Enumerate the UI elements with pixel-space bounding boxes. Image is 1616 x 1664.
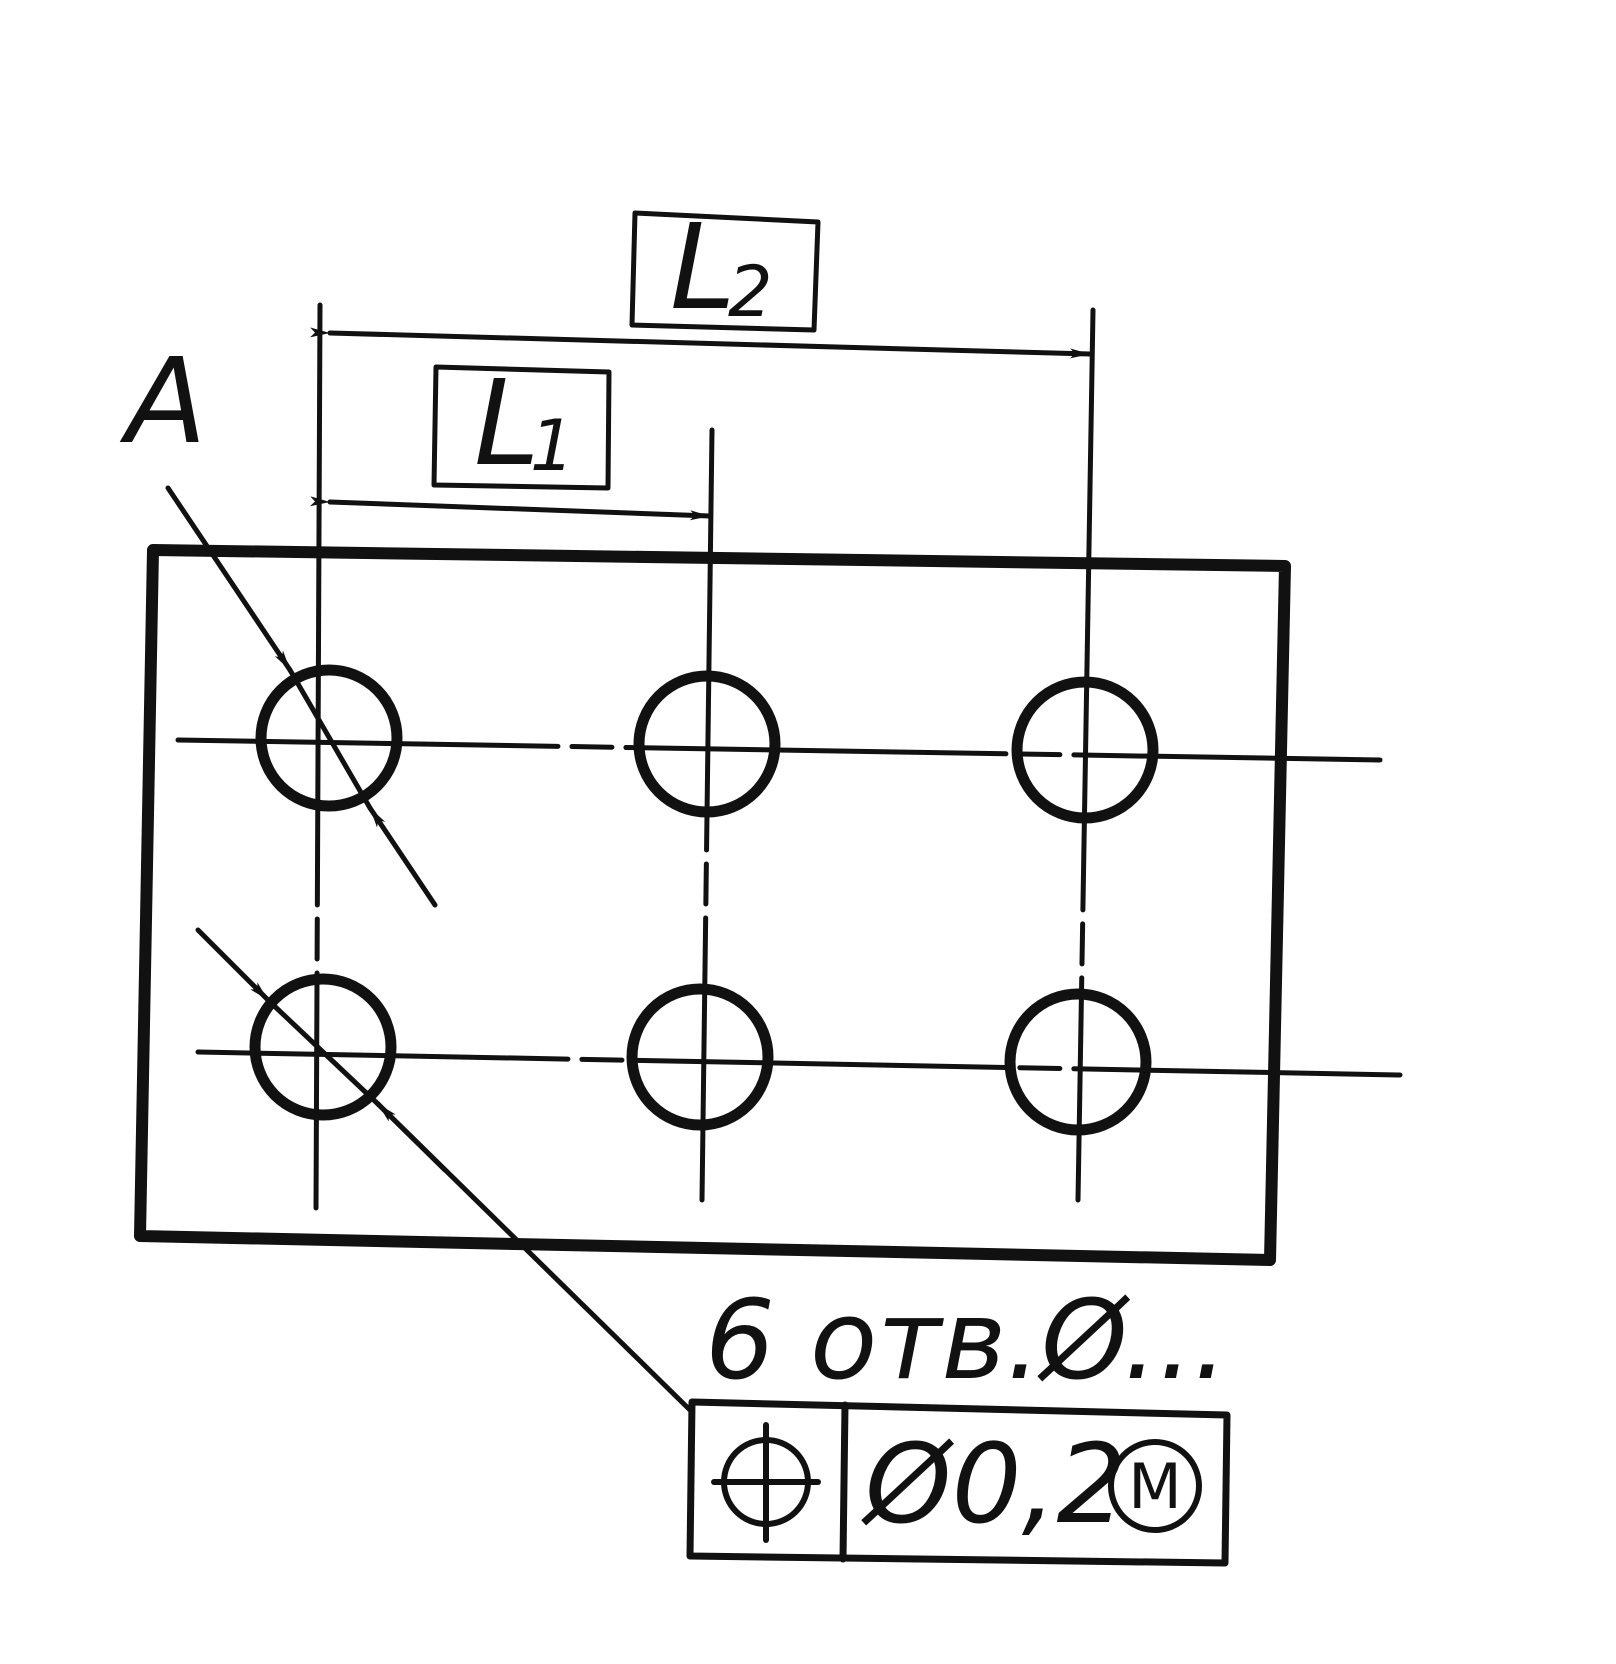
hole-top-middle — [633, 670, 781, 818]
dimension-l1-index: 1 — [530, 405, 575, 487]
hole-bottom-right — [1004, 988, 1152, 1136]
hole-top-right — [1011, 676, 1159, 824]
column-centerline-left — [313, 302, 323, 1211]
feature-control-frame: Ø0,2 M — [686, 1398, 1231, 1567]
centerlines — [175, 302, 1403, 1211]
modifier-circle — [1108, 1439, 1202, 1533]
holes — [249, 664, 1159, 1136]
modifier-letter: M — [1128, 1450, 1182, 1523]
dimension-l1: L 1 — [309, 354, 713, 521]
hole-bottom-middle — [626, 983, 774, 1131]
tolerance-value: Ø0,2 — [861, 1420, 1127, 1548]
dimension-l2: L 2 — [309, 198, 1093, 359]
dimension-l2-index: 2 — [728, 251, 773, 333]
hole-bottom-left — [249, 973, 397, 1121]
column-centerline-right — [1075, 307, 1096, 1203]
hole-top-left — [255, 664, 403, 812]
hole-note: 6 отв.Ø... — [705, 1276, 1228, 1404]
row-centerline-bottom — [195, 1049, 1403, 1078]
datum-a-leader — [165, 485, 438, 908]
position-symbol-icon — [711, 1422, 821, 1543]
datum-label: A — [119, 332, 207, 470]
dimension-l2-letter: L — [670, 198, 736, 336]
frame-leader — [195, 927, 693, 1413]
dimension-l1-letter: L — [474, 354, 540, 492]
part-outline — [134, 544, 1291, 1266]
